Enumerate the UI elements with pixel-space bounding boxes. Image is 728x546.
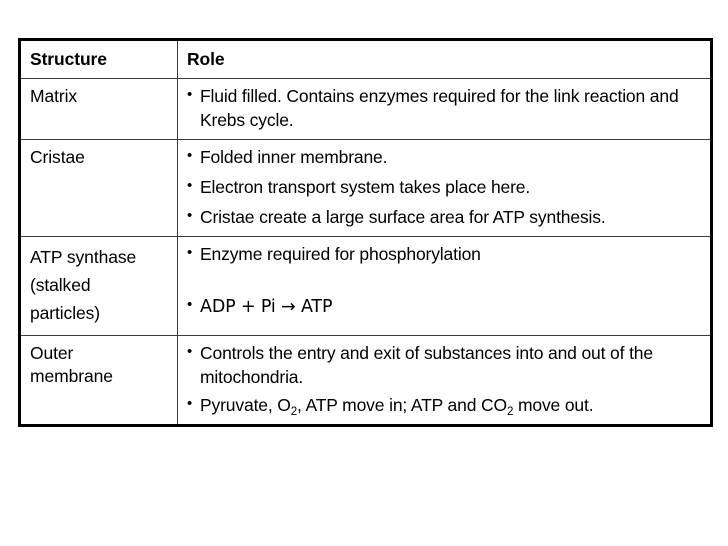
bullet-text: Enzyme required for phosphorylation — [200, 243, 481, 264]
role-bullet-list: • Enzyme required for phosphorylation • AD… — [187, 243, 702, 320]
structure-cell-atp-synthase: ATP synthase (stalked particles) — [19, 235, 178, 336]
list-item: • Enzyme required for phosphorylation — [187, 243, 702, 267]
role-cell-matrix: • Fluid filled. Contains enzymes required… — [177, 77, 712, 141]
bullet-text-equation: ADP + Pi → ATP — [200, 296, 333, 317]
column-header-role: Role — [187, 49, 225, 69]
header-cell-structure: Structure — [19, 39, 178, 79]
bullet-dot-icon: • — [187, 295, 193, 313]
table-row: Matrix • Fluid filled. Contains enzymes r… — [19, 77, 712, 141]
structure-cell-outer-membrane: Outer membrane — [19, 334, 178, 427]
bullet-dot-icon: • — [187, 395, 193, 413]
table-row: Outer membrane • Controls the entry and e… — [19, 334, 712, 427]
bullet-text: Controls the entry and exit of substance… — [200, 342, 653, 387]
bullet-text: Electron transport system takes place he… — [200, 177, 531, 198]
role-bullet-list: • Controls the entry and exit of substanc… — [187, 342, 702, 418]
bullet-text-subscripts: Pyruvate, O2, ATP move in; ATP and CO2 m… — [200, 395, 594, 418]
list-item: • Folded inner membrane. — [187, 146, 702, 170]
table-header-row: Structure Role — [19, 39, 712, 79]
bullet-text: Cristae create a large surface area for … — [200, 206, 606, 227]
structure-role-table: Structure Role Matrix — [18, 38, 713, 428]
structure-label: Outer membrane — [30, 342, 113, 387]
table-row: Cristae • Folded inner membrane. • Electro… — [19, 139, 712, 237]
bullet-dot-icon: • — [187, 85, 193, 103]
role-cell-cristae: • Folded inner membrane. • Electron transp… — [177, 139, 712, 237]
structure-label: Matrix — [30, 85, 78, 106]
bullet-text: Fluid filled. Contains enzymes required … — [200, 85, 679, 130]
bullet-dot-icon: • — [187, 147, 193, 165]
role-bullet-list: • Fluid filled. Contains enzymes required… — [187, 85, 702, 133]
role-cell-outer-membrane: • Controls the entry and exit of substanc… — [177, 334, 712, 427]
role-cell-atp-synthase: • Enzyme required for phosphorylation • AD… — [177, 235, 712, 336]
structure-cell-cristae: Cristae — [19, 139, 178, 237]
table-row: ATP synthase (stalked particles) • Enzyme… — [19, 235, 712, 336]
list-item: • Controls the entry and exit of substanc… — [187, 342, 702, 390]
structure-label: Cristae — [30, 147, 85, 168]
list-item: • Cristae create a large surface area for… — [187, 206, 702, 230]
structure-label: ATP synthase (stalked particles) — [30, 246, 137, 324]
structure-cell-matrix: Matrix — [19, 77, 178, 141]
list-item: • Fluid filled. Contains enzymes required… — [187, 85, 702, 133]
bullet-dot-icon: • — [187, 342, 193, 360]
bullet-dot-icon: • — [187, 177, 193, 195]
header-cell-role: Role — [177, 39, 712, 79]
bullet-dot-icon: • — [187, 206, 193, 224]
list-item: • ADP + Pi → ATP — [187, 295, 702, 320]
column-header-structure: Structure — [30, 49, 107, 69]
role-bullet-list: • Folded inner membrane. • Electron transp… — [187, 146, 702, 229]
list-item: • Electron transport system takes place h… — [187, 176, 702, 200]
bullet-text: Folded inner membrane. — [200, 147, 388, 168]
list-item: • Pyruvate, O2, ATP move in; ATP and CO2 … — [187, 394, 702, 418]
bullet-dot-icon: • — [187, 243, 193, 261]
